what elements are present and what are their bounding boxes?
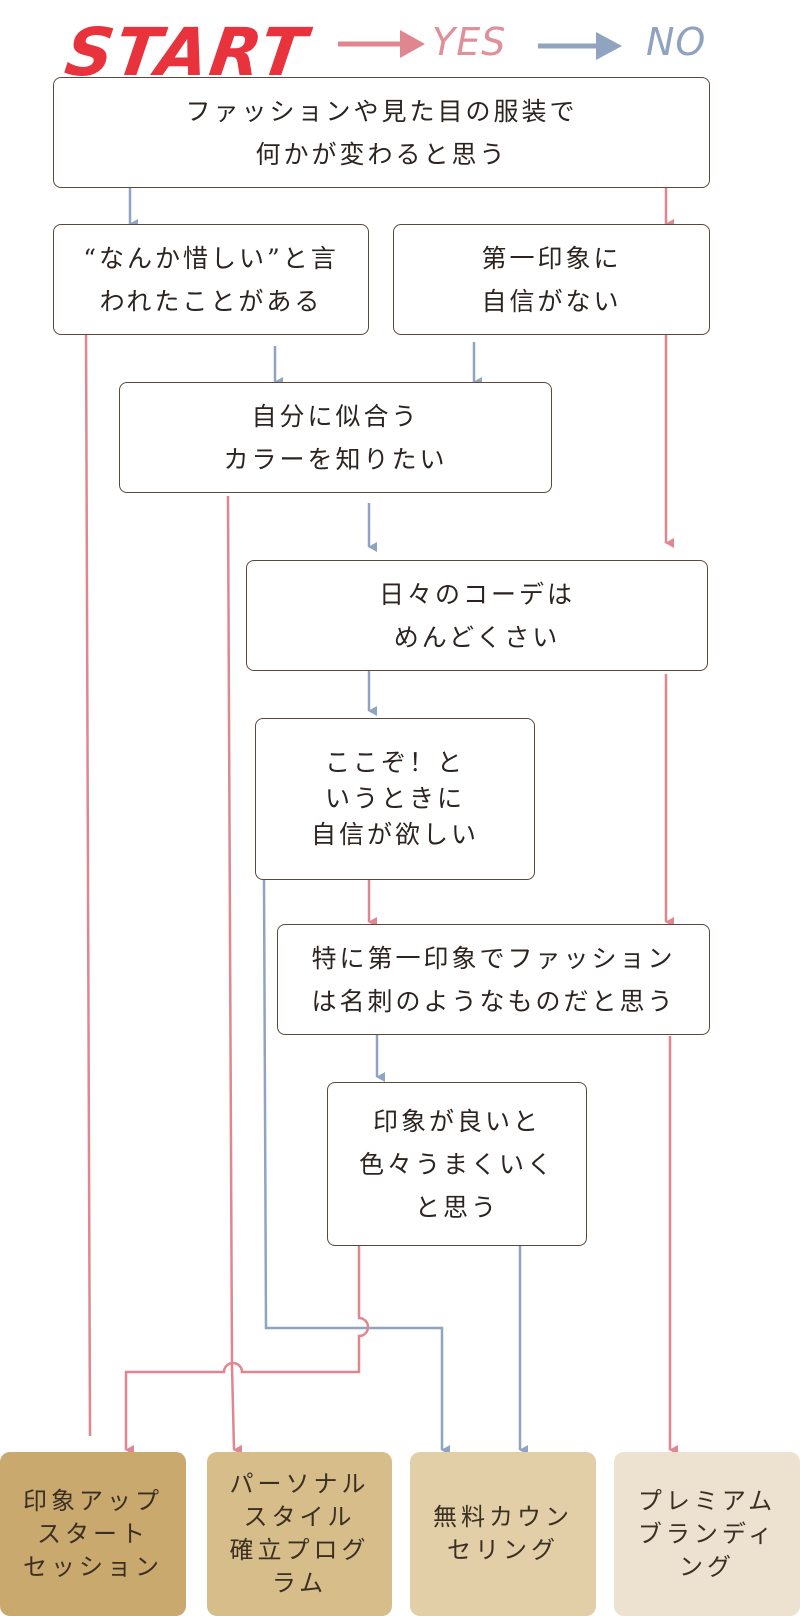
result-premium-branding[interactable]: プレミアム ブランディ ング: [614, 1452, 800, 1616]
result-personal-style-program[interactable]: パーソナル スタイル 確立プログ ラム: [207, 1452, 392, 1616]
legend-yes-arrow: [338, 30, 425, 58]
question-no-first-impression-confidence: 第一印象に 自信がない: [393, 224, 710, 335]
question-want-confidence: ここぞ！と いうときに 自信が欲しい: [255, 718, 535, 880]
legend-no-label: NO: [646, 20, 707, 64]
legend-no-arrow: [538, 32, 622, 60]
legend-yes-label: YES: [432, 20, 507, 64]
question-fashion-changes: ファッションや見た目の服装で 何かが変わると思う: [53, 77, 710, 188]
question-fashion-business-card: 特に第一印象でファッション は名刺のようなものだと思う: [277, 924, 710, 1035]
line-q4-r2: [226, 495, 234, 1367]
line-q2-r1: [84, 323, 92, 1437]
question-good-impression: 印象が良いと 色々うまくいく と思う: [327, 1082, 587, 1246]
line-q6-r3: [262, 879, 450, 1455]
line-q8-r1: [124, 1246, 370, 1455]
result-impression-up-session[interactable]: 印象アップ スタート セッション: [0, 1452, 186, 1616]
question-know-my-colors: 自分に似合う カラーを知りたい: [119, 382, 552, 493]
result-free-counseling[interactable]: 無料カウン セリング: [410, 1452, 596, 1616]
question-daily-outfit-troublesome: 日々のコーデは めんどくさい: [246, 560, 708, 671]
question-told-almost: “なんか惜しい”と言 われたことがある: [53, 224, 369, 335]
arrow-q4-r2-end: [230, 1365, 243, 1455]
